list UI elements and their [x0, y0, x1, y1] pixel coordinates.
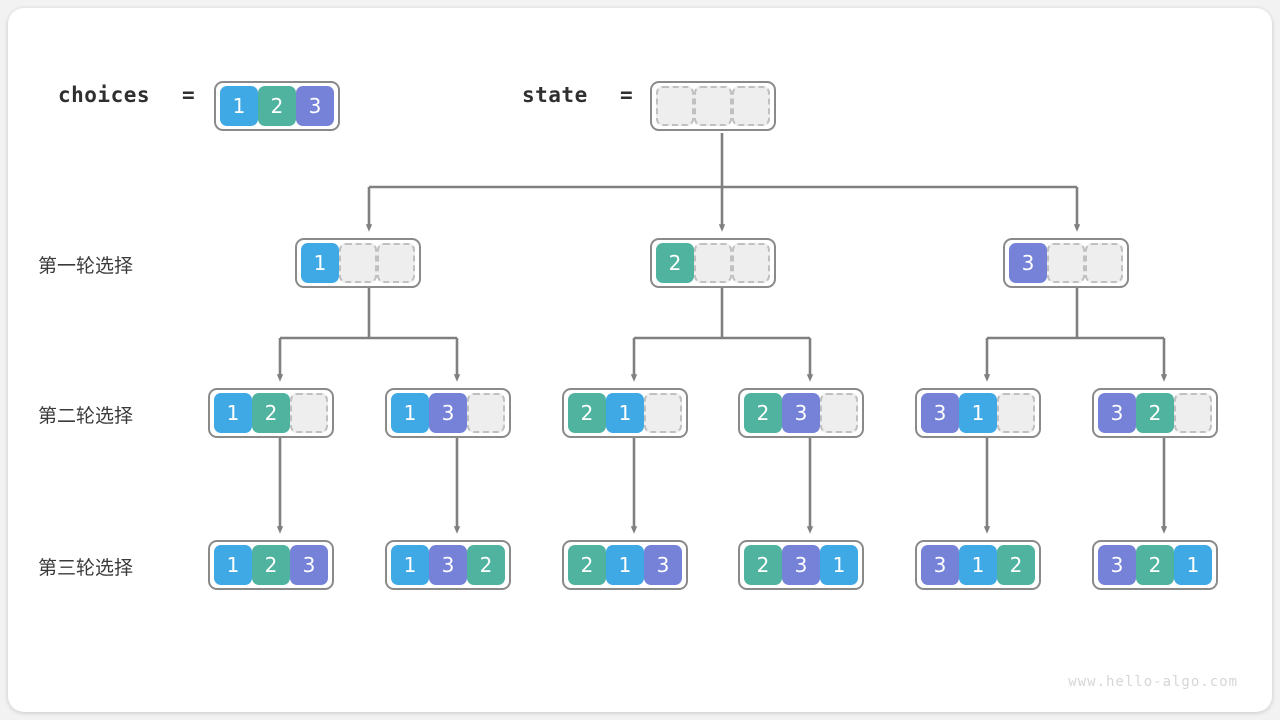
node-cell-filled: 3	[290, 545, 328, 585]
tree-node-round-1: 1	[295, 238, 421, 288]
choices-equals-sign: =	[182, 83, 196, 107]
node-cell-filled: 1	[1174, 545, 1212, 585]
node-cell-filled: 3	[782, 393, 820, 433]
node-cell-filled: 2	[997, 545, 1035, 585]
node-cell-filled: 2	[252, 545, 290, 585]
node-cell-filled: 1	[391, 393, 429, 433]
node-cell-empty	[644, 393, 682, 433]
node-cell-filled: 1	[959, 545, 997, 585]
state-cell-empty	[732, 86, 770, 126]
node-cell-filled: 2	[1136, 545, 1174, 585]
node-cell-filled: 1	[391, 545, 429, 585]
watermark: www.hello-algo.com	[1068, 674, 1238, 690]
row-caption-round-3: 第三轮选择	[38, 557, 134, 579]
node-cell-empty	[339, 243, 377, 283]
node-cell-empty	[1085, 243, 1123, 283]
node-cell-filled: 2	[252, 393, 290, 433]
node-cell-filled: 1	[606, 393, 644, 433]
state-cell-empty	[694, 86, 732, 126]
row-caption-round-2: 第二轮选择	[38, 405, 134, 427]
node-cell-filled: 1	[606, 545, 644, 585]
choices-cell-filled: 3	[296, 86, 334, 126]
diagram-card	[8, 8, 1272, 712]
node-cell-filled: 2	[656, 243, 694, 283]
row-caption-round-1: 第一轮选择	[38, 255, 134, 277]
node-cell-filled: 3	[429, 545, 467, 585]
tree-node-round-1: 3	[1003, 238, 1129, 288]
node-cell-empty	[377, 243, 415, 283]
node-cell-filled: 1	[301, 243, 339, 283]
node-cell-filled: 2	[467, 545, 505, 585]
node-cell-filled: 3	[1098, 393, 1136, 433]
node-cell-filled: 3	[921, 393, 959, 433]
node-cell-filled: 2	[1136, 393, 1174, 433]
choices-cell-filled: 2	[258, 86, 296, 126]
node-cell-filled: 3	[429, 393, 467, 433]
node-cell-empty	[467, 393, 505, 433]
node-cell-filled: 1	[214, 393, 252, 433]
node-cell-filled: 2	[568, 545, 606, 585]
node-cell-filled: 1	[820, 545, 858, 585]
node-cell-empty	[997, 393, 1035, 433]
state-label: state	[522, 83, 588, 107]
node-cell-filled: 3	[1009, 243, 1047, 283]
state-cell-empty	[656, 86, 694, 126]
choices-cell-filled: 1	[220, 86, 258, 126]
node-cell-filled: 3	[1098, 545, 1136, 585]
node-cell-empty	[1047, 243, 1085, 283]
node-cell-filled: 2	[744, 545, 782, 585]
node-cell-empty	[820, 393, 858, 433]
node-cell-filled: 1	[959, 393, 997, 433]
node-cell-filled: 1	[214, 545, 252, 585]
node-cell-filled: 2	[568, 393, 606, 433]
node-cell-empty	[732, 243, 770, 283]
node-cell-filled: 2	[744, 393, 782, 433]
tree-node-round-1: 2	[650, 238, 776, 288]
state-equals-sign: =	[620, 83, 634, 107]
node-cell-empty	[694, 243, 732, 283]
state-array	[650, 81, 776, 131]
choices-label: choices	[58, 83, 151, 107]
node-cell-filled: 3	[782, 545, 820, 585]
node-cell-empty	[290, 393, 328, 433]
node-cell-filled: 3	[921, 545, 959, 585]
node-cell-empty	[1174, 393, 1212, 433]
node-cell-filled: 3	[644, 545, 682, 585]
